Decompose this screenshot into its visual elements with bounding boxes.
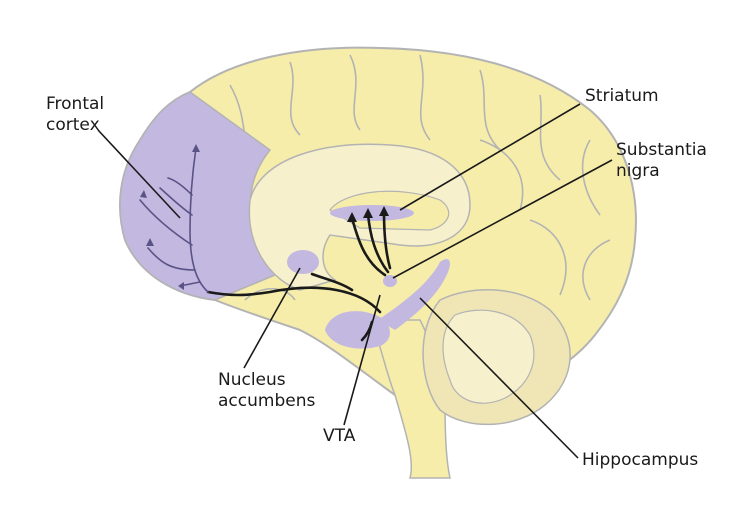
cortical-branches (139, 147, 209, 293)
label-hippocampus: Hippocampus (582, 450, 699, 470)
label-striatum: Striatum (585, 86, 659, 106)
gyri-lines (229, 54, 611, 301)
label-nucleus-accumbens: Nucleus accumbens (218, 370, 316, 411)
striatum-region (330, 205, 414, 221)
leader-lines (97, 103, 613, 459)
hippocampus-region (378, 259, 450, 330)
pathway-arrowheads (347, 206, 389, 222)
label-substantia-nigra: Substantia nigra (616, 140, 707, 181)
cortical-branch-tips (140, 144, 200, 290)
label-frontal-cortex: Frontal cortex (46, 94, 105, 135)
cerebellum-inner (442, 309, 535, 404)
nucleus-accumbens-region (287, 250, 319, 274)
label-vta: VTA (323, 426, 356, 446)
dopamine-pathways (206, 210, 392, 342)
